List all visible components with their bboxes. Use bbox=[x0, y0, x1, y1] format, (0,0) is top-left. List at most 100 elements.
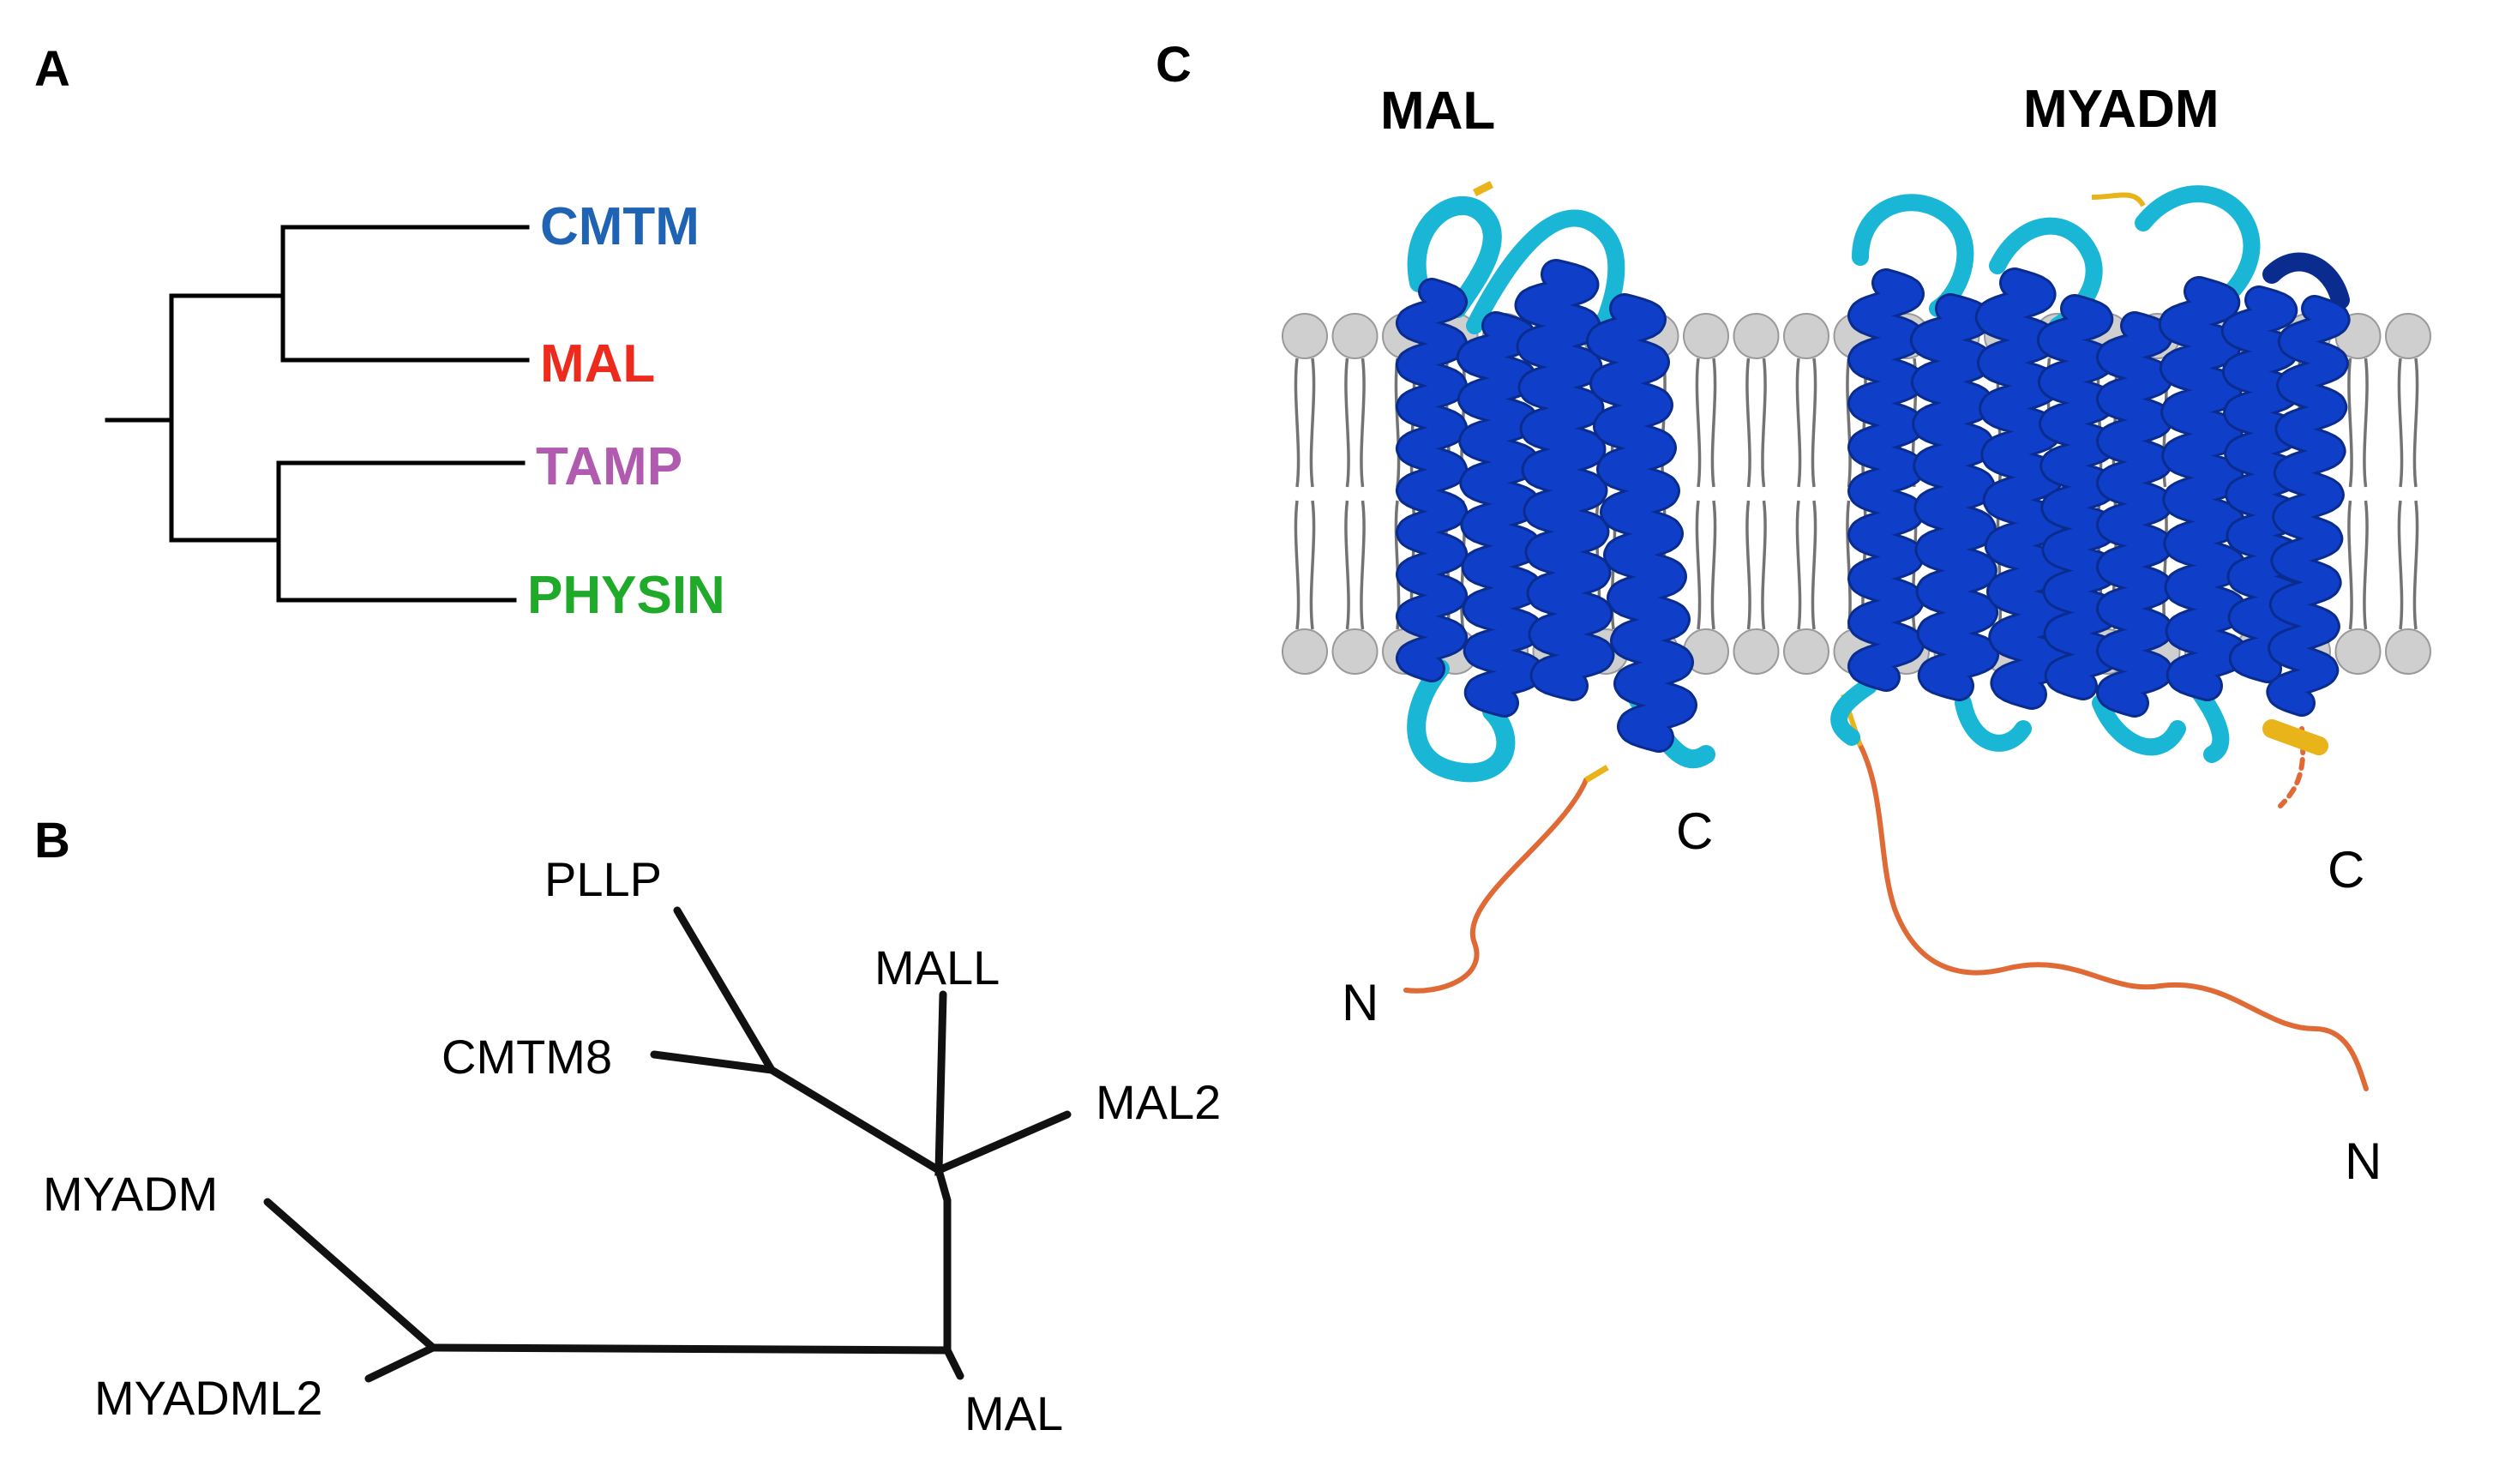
myadm-helix-bundle bbox=[1847, 267, 2351, 718]
myadm-extracellular-loop bbox=[1852, 194, 1974, 317]
lipid-head bbox=[1683, 313, 1729, 359]
lipid-tail bbox=[1695, 357, 1702, 488]
lipid-tail bbox=[1710, 500, 1717, 630]
clade-label-cmtm: CMTM bbox=[540, 197, 700, 256]
panel-a: A CMTM MAL TAMP PHYSIN bbox=[34, 41, 725, 625]
lipid-tail bbox=[1294, 500, 1301, 630]
lipid-tail bbox=[2412, 357, 2419, 488]
myadm-extracellular-loop-3 bbox=[2135, 185, 2261, 317]
unrooted-tree-branches bbox=[263, 906, 1072, 1383]
myadm-intracellular-loop-2 bbox=[1955, 694, 2032, 752]
mal-low-confidence-segment bbox=[1584, 764, 1609, 784]
transmembrane-helix bbox=[1977, 270, 2069, 707]
lipid-head bbox=[1331, 313, 1379, 359]
transmembrane-helix bbox=[2223, 288, 2304, 681]
lipid-tail bbox=[1795, 500, 1802, 630]
transmembrane-helix bbox=[1398, 280, 1465, 680]
panel-c: C MAL MYADM N C bbox=[1156, 37, 2431, 1190]
mal-extracellular-loop bbox=[1407, 195, 1502, 318]
panel-b: B PLLP CMTM8 MALL MAL2 MYADM MYADML2 MAL bbox=[34, 813, 1221, 1440]
myadm-extracellular-loop-4 bbox=[2262, 252, 2350, 309]
lipid-tail bbox=[2363, 500, 2369, 630]
mal-helix-bundle bbox=[1396, 259, 1697, 753]
transmembrane-helix bbox=[2160, 279, 2246, 699]
lipid-tail bbox=[2397, 500, 2404, 630]
panel-c-letter: C bbox=[1156, 37, 1192, 93]
lipid-tail bbox=[1294, 357, 1301, 488]
lipid-tail bbox=[1811, 357, 1817, 488]
lipid-tail bbox=[1309, 500, 1316, 630]
lipid-tail bbox=[1846, 500, 1852, 630]
myadm-c-yellow-helix bbox=[2262, 719, 2328, 755]
lipid-tail bbox=[2162, 500, 2168, 630]
transmembrane-helix bbox=[1912, 296, 1997, 699]
transmembrane-helix bbox=[1850, 271, 1922, 689]
transmembrane-helix bbox=[1458, 314, 1542, 715]
lipid-tail bbox=[1394, 357, 1401, 488]
lipid-tail bbox=[1309, 357, 1316, 488]
panel-b-letter: B bbox=[34, 813, 70, 868]
mal-loop-yellow bbox=[1472, 180, 1494, 197]
lipid-head bbox=[1331, 628, 1379, 675]
transmembrane-helix bbox=[2039, 297, 2119, 698]
lipid-head bbox=[1783, 628, 1829, 675]
lipid-tail bbox=[1846, 357, 1852, 488]
lipid-tail bbox=[1710, 357, 1717, 488]
myadm-c-terminus-label: C bbox=[2328, 841, 2364, 898]
lipid-tail bbox=[1360, 357, 1366, 488]
dendrogram-branches bbox=[105, 225, 530, 603]
myadm-intracellular-loop bbox=[1830, 677, 1877, 746]
lipid-tail bbox=[1695, 500, 1702, 630]
lipid-tail bbox=[1795, 357, 1802, 488]
lipid-tail bbox=[2412, 500, 2419, 630]
lipid-tail bbox=[2347, 500, 2353, 630]
lipid-tail bbox=[1344, 357, 1350, 488]
lipid-tail bbox=[2363, 357, 2369, 488]
lipid-tail bbox=[1745, 500, 1751, 630]
tree-leaf-myadm: MYADM bbox=[43, 1167, 218, 1221]
lipid-tail bbox=[1661, 357, 1667, 488]
myadm-n-terminus-label: N bbox=[2345, 1133, 2382, 1190]
tree-leaf-mall: MALL bbox=[874, 940, 1000, 994]
transmembrane-helix bbox=[2099, 314, 2171, 715]
tree-leaf-myadml2: MYADML2 bbox=[94, 1371, 323, 1425]
lipid-head bbox=[2385, 628, 2431, 675]
lipid-tail bbox=[2397, 357, 2404, 488]
mal-intracellular-loop bbox=[1407, 659, 1516, 783]
transmembrane-helix bbox=[2268, 297, 2348, 714]
lipid-tail bbox=[2347, 357, 2353, 488]
tree-leaf-pllp: PLLP bbox=[544, 852, 662, 906]
myadm-n-terminal-tail bbox=[1853, 735, 2369, 1091]
myadm-structure: C N bbox=[1830, 185, 2382, 1190]
lipid-head bbox=[1282, 313, 1328, 359]
tree-leaf-mal2: MAL2 bbox=[1096, 1075, 1221, 1129]
myadm-loop-yellow bbox=[2091, 192, 2146, 207]
lipid-head bbox=[1282, 628, 1328, 675]
clade-label-mal: MAL bbox=[540, 334, 655, 394]
lipid-head bbox=[1733, 313, 1780, 359]
tree-leaf-mal: MAL bbox=[964, 1386, 1063, 1440]
lipid-tail bbox=[1761, 500, 1767, 630]
lipid-tail bbox=[1811, 500, 1817, 630]
transmembrane-helix bbox=[1517, 261, 1613, 699]
lipid-tail bbox=[1360, 500, 1366, 630]
tree-leaf-cmtm8: CMTM8 bbox=[442, 1030, 612, 1084]
mal-c-terminus-label: C bbox=[1676, 802, 1713, 860]
transmembrane-helix bbox=[1589, 296, 1695, 750]
lipid-head bbox=[2385, 313, 2431, 359]
lipid-head bbox=[1733, 628, 1780, 675]
myadm-c-terminal-tail bbox=[2278, 726, 2306, 808]
clade-label-physin: PHYSIN bbox=[527, 566, 725, 625]
lipid-tail bbox=[1344, 500, 1350, 630]
structure-title-myadm: MYADM bbox=[2023, 80, 2220, 139]
lipid-head bbox=[2334, 628, 2382, 675]
clade-label-tamp: TAMP bbox=[536, 437, 682, 496]
mal-n-terminus-label: N bbox=[1342, 974, 1379, 1031]
lipid-tail bbox=[1761, 357, 1767, 488]
mal-structure: N C bbox=[1342, 180, 1715, 1031]
lipid-head bbox=[1783, 313, 1829, 359]
lipid-tail bbox=[1745, 357, 1751, 488]
structure-title-mal: MAL bbox=[1380, 81, 1495, 141]
panel-a-letter: A bbox=[34, 41, 70, 97]
